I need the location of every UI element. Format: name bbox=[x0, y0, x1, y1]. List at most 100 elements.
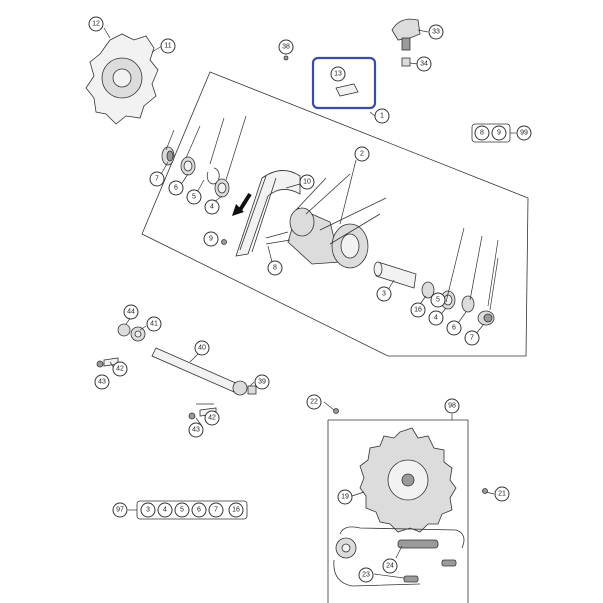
svg-text:43: 43 bbox=[98, 379, 106, 386]
svg-text:16: 16 bbox=[232, 507, 240, 514]
svg-text:9: 9 bbox=[209, 236, 213, 243]
callout-4-left[interactable]: 4 bbox=[204, 199, 220, 215]
axle-group bbox=[96, 323, 257, 420]
callout-11[interactable]: 11 bbox=[160, 38, 176, 54]
svg-text:40: 40 bbox=[198, 345, 206, 352]
svg-text:23: 23 bbox=[362, 572, 370, 579]
callout-43-lower[interactable]: 43 bbox=[188, 422, 204, 438]
callout-98[interactable]: 98 bbox=[444, 398, 460, 414]
svg-text:22: 22 bbox=[310, 399, 318, 406]
svg-text:7: 7 bbox=[155, 176, 159, 183]
drive-chain bbox=[333, 526, 465, 587]
svg-text:13: 13 bbox=[334, 71, 342, 78]
svg-text:98: 98 bbox=[448, 403, 456, 410]
svg-text:4: 4 bbox=[163, 507, 167, 514]
valve-part bbox=[391, 18, 421, 51]
callout-7-left[interactable]: 7 bbox=[149, 171, 165, 187]
svg-text:7: 7 bbox=[214, 507, 218, 514]
spokes bbox=[265, 231, 291, 245]
kit-97-item-3[interactable]: 3 bbox=[140, 502, 156, 518]
kit-97-item-7[interactable]: 7 bbox=[208, 502, 224, 518]
callout-24[interactable]: 24 bbox=[382, 558, 398, 574]
svg-text:34: 34 bbox=[420, 61, 428, 68]
callout-40[interactable]: 40 bbox=[194, 340, 210, 356]
callout-12[interactable]: 12 bbox=[88, 16, 104, 32]
callout-2[interactable]: 2 bbox=[354, 146, 370, 162]
svg-text:8: 8 bbox=[273, 265, 277, 272]
svg-text:38: 38 bbox=[282, 44, 290, 51]
sprocket-group-outline bbox=[327, 419, 469, 603]
valve-nut bbox=[401, 57, 411, 67]
callout-41[interactable]: 41 bbox=[146, 316, 162, 332]
callout-22[interactable]: 22 bbox=[306, 394, 322, 410]
svg-text:9: 9 bbox=[497, 130, 501, 137]
kit-97-item-16[interactable]: 16 bbox=[228, 502, 244, 518]
callout-97[interactable]: 97 bbox=[112, 502, 128, 518]
rim-sticker bbox=[335, 83, 359, 97]
rear-sprocket bbox=[359, 427, 457, 533]
svg-text:4: 4 bbox=[210, 204, 214, 211]
svg-text:10: 10 bbox=[303, 179, 311, 186]
callout-8[interactable]: 8 bbox=[267, 260, 283, 276]
svg-text:5: 5 bbox=[192, 194, 196, 201]
svg-text:33: 33 bbox=[432, 29, 440, 36]
svg-text:5: 5 bbox=[436, 297, 440, 304]
callout-33[interactable]: 33 bbox=[428, 24, 444, 40]
brake-disc bbox=[85, 33, 159, 125]
svg-text:16: 16 bbox=[414, 307, 422, 314]
rotation-direction-arrow bbox=[232, 192, 252, 216]
kit-99-item-9[interactable]: 9 bbox=[491, 125, 507, 141]
svg-text:5: 5 bbox=[180, 507, 184, 514]
callout-44[interactable]: 44 bbox=[123, 304, 139, 320]
callout-6-right[interactable]: 6 bbox=[446, 320, 462, 336]
callout-3[interactable]: 3 bbox=[376, 286, 392, 302]
kit-97-item-6[interactable]: 6 bbox=[191, 502, 207, 518]
callout-43-upper[interactable]: 43 bbox=[94, 374, 110, 390]
highlight-box bbox=[311, 56, 377, 110]
callout-9[interactable]: 9 bbox=[203, 231, 219, 247]
callout-21[interactable]: 21 bbox=[494, 486, 510, 502]
svg-text:8: 8 bbox=[480, 130, 484, 137]
callout-34[interactable]: 34 bbox=[416, 56, 432, 72]
callout-23[interactable]: 23 bbox=[358, 567, 374, 583]
callout-39[interactable]: 39 bbox=[254, 374, 270, 390]
callout-99[interactable]: 99 bbox=[516, 125, 532, 141]
svg-text:6: 6 bbox=[452, 325, 456, 332]
svg-text:7: 7 bbox=[470, 335, 474, 342]
svg-text:6: 6 bbox=[197, 507, 201, 514]
front-sprocket bbox=[335, 537, 357, 559]
callout-5-right[interactable]: 5 bbox=[430, 292, 446, 308]
svg-text:43: 43 bbox=[192, 427, 200, 434]
kit-97-item-5[interactable]: 5 bbox=[174, 502, 190, 518]
callout-5-left[interactable]: 5 bbox=[186, 189, 202, 205]
svg-text:11: 11 bbox=[164, 43, 171, 50]
svg-text:42: 42 bbox=[208, 415, 216, 422]
callout-38[interactable]: 38 bbox=[278, 39, 294, 55]
svg-text:12: 12 bbox=[92, 21, 100, 28]
callout-4-right[interactable]: 4 bbox=[428, 310, 444, 326]
left-bearing-stack bbox=[161, 146, 230, 198]
svg-text:44: 44 bbox=[127, 309, 135, 316]
callout-19[interactable]: 19 bbox=[337, 489, 353, 505]
wheel-hub bbox=[287, 173, 387, 269]
svg-text:3: 3 bbox=[146, 507, 150, 514]
callout-6-left[interactable]: 6 bbox=[168, 180, 184, 196]
callout-42-upper[interactable]: 42 bbox=[112, 361, 128, 377]
right-bearing-stack bbox=[373, 261, 495, 326]
callout-42-lower[interactable]: 42 bbox=[204, 410, 220, 426]
svg-text:2: 2 bbox=[360, 151, 364, 158]
svg-text:97: 97 bbox=[116, 507, 124, 514]
callout-10[interactable]: 10 bbox=[299, 174, 315, 190]
kit-99-item-8[interactable]: 8 bbox=[474, 125, 490, 141]
svg-text:4: 4 bbox=[434, 315, 438, 322]
wheel-group-outline bbox=[141, 71, 529, 357]
kit-97-item-4[interactable]: 4 bbox=[157, 502, 173, 518]
svg-text:24: 24 bbox=[386, 563, 394, 570]
callout-7-right[interactable]: 7 bbox=[464, 330, 480, 346]
callout-13[interactable]: 13 bbox=[330, 66, 346, 82]
callout-1[interactable]: 1 bbox=[374, 108, 390, 124]
svg-text:41: 41 bbox=[150, 321, 158, 328]
svg-text:42: 42 bbox=[116, 366, 124, 373]
svg-text:6: 6 bbox=[174, 185, 178, 192]
callout-16[interactable]: 16 bbox=[410, 302, 426, 318]
